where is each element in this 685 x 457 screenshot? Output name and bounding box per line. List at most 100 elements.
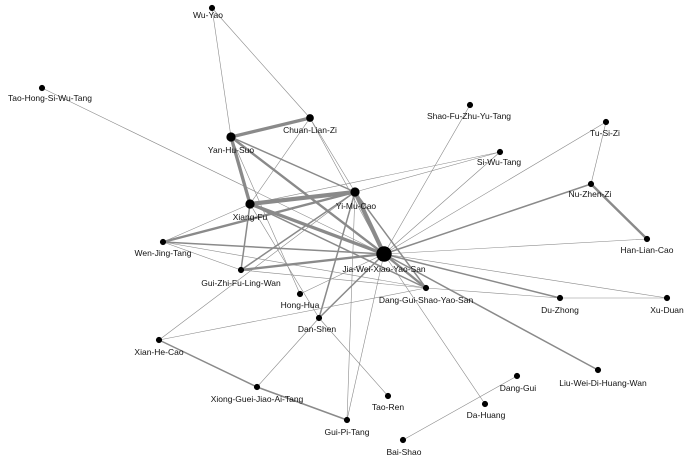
edge-xiang-fu-yi-mu-cao bbox=[247, 189, 358, 207]
node-si-wu-tang[interactable] bbox=[496, 148, 504, 156]
node-nu-zhen-zi[interactable] bbox=[587, 180, 595, 188]
edge-wen-jing-tang-dang-gui-shao-yao-san bbox=[162, 241, 427, 289]
network-edges bbox=[41, 7, 668, 441]
node-xian-he-cao[interactable] bbox=[155, 336, 163, 344]
node-label-tu-si-zi: Tu-Si-Zi bbox=[590, 128, 620, 138]
node-label-shao-fu-zhu-yu-tang: Shao-Fu-Zhu-Yu-Tang bbox=[427, 111, 511, 121]
node-xiong-guei-jiao-ai-tang[interactable] bbox=[253, 383, 261, 391]
network-nodes bbox=[38, 4, 671, 444]
node-label-liu-wei-di-huang-wan: Liu-Wei-Di-Huang-Wan bbox=[559, 378, 647, 388]
edge-yi-mu-cao-jia-wei-xiao-yao-san bbox=[352, 189, 387, 257]
edge-yi-mu-cao-dan-shen bbox=[318, 191, 356, 319]
node-tao-hong-si-wu-tang[interactable] bbox=[38, 84, 46, 92]
node-jia-wei-xiao-yao-san[interactable] bbox=[376, 246, 392, 262]
node-wen-jing-tang[interactable] bbox=[159, 238, 167, 246]
edge-dan-shen-xiong-guei-jiao-ai-tang bbox=[256, 317, 320, 388]
edge-xian-he-cao-xiong-guei-jiao-ai-tang bbox=[158, 339, 258, 388]
edge-jia-wei-xiao-yao-san-gui-zhi-fu-ling-wan bbox=[239, 252, 386, 272]
edge-jia-wei-xiao-yao-san-shao-fu-zhu-yu-tang bbox=[383, 104, 471, 255]
node-da-huang[interactable] bbox=[481, 400, 489, 408]
edge-chuan-lian-zi-yi-mu-cao bbox=[309, 117, 356, 193]
edge-jia-wei-xiao-yao-san-du-zhong bbox=[383, 253, 561, 299]
edge-xiong-guei-jiao-ai-tang-gui-pi-tang bbox=[256, 386, 348, 421]
node-chuan-lian-zi[interactable] bbox=[306, 114, 314, 122]
node-liu-wei-di-huang-wan[interactable] bbox=[594, 366, 602, 374]
node-label-du-zhong: Du-Zhong bbox=[541, 305, 579, 315]
node-label-gui-zhi-fu-ling-wan: Gui-Zhi-Fu-Ling-Wan bbox=[201, 278, 281, 288]
node-xiang-fu[interactable] bbox=[245, 199, 255, 209]
node-label-dang-gui: Dang-Gui bbox=[500, 383, 536, 393]
edge-jia-wei-xiao-yao-san-wen-jing-tang bbox=[162, 241, 385, 255]
edge-dan-shen-tao-ren bbox=[318, 317, 389, 397]
node-label-dan-shen: Dan-Shen bbox=[298, 324, 337, 334]
node-han-lian-cao[interactable] bbox=[643, 235, 651, 243]
edge-yan-hu-suo-yi-mu-cao bbox=[230, 136, 356, 193]
edge-yan-hu-suo-chuan-lian-zi bbox=[229, 116, 312, 139]
edge-tu-si-zi-nu-zhen-zi bbox=[590, 121, 607, 185]
node-label-xu-duan: Xu-Duan bbox=[650, 305, 684, 315]
edge-wu-yao-yan-hu-suo bbox=[211, 7, 232, 138]
node-label-yan-hu-suo: Yan-Hu-Suo bbox=[208, 145, 254, 155]
edge-dang-gui-shao-yao-san-xian-he-cao bbox=[158, 287, 427, 341]
edge-xiang-fu-wen-jing-tang bbox=[162, 203, 251, 243]
node-tu-si-zi[interactable] bbox=[602, 118, 610, 126]
node-label-wen-jing-tang: Wen-Jing-Tang bbox=[134, 248, 191, 258]
node-hong-hua[interactable] bbox=[296, 290, 304, 298]
node-xu-duan[interactable] bbox=[663, 294, 671, 302]
edge-jia-wei-xiao-yao-san-da-huang bbox=[383, 253, 486, 405]
node-yi-mu-cao[interactable] bbox=[350, 187, 360, 197]
node-dang-gui-shao-yao-san[interactable] bbox=[422, 284, 430, 292]
node-label-xiong-guei-jiao-ai-tang: Xiong-Guei-Jiao-Ai-Tang bbox=[211, 394, 304, 404]
node-du-zhong[interactable] bbox=[556, 294, 564, 302]
edge-yi-mu-cao-gui-pi-tang bbox=[346, 191, 356, 421]
edge-chuan-lian-zi-xiang-fu bbox=[249, 117, 311, 205]
node-wu-yao[interactable] bbox=[208, 4, 216, 12]
edge-jia-wei-xiao-yao-san-tu-si-zi bbox=[383, 121, 607, 255]
edge-dang-gui-bai-shao bbox=[402, 375, 518, 441]
node-tao-ren[interactable] bbox=[384, 392, 392, 400]
node-label-si-wu-tang: Si-Wu-Tang bbox=[477, 157, 522, 167]
edge-xiang-fu-dang-gui-shao-yao-san bbox=[249, 203, 427, 289]
node-label-hong-hua: Hong-Hua bbox=[281, 300, 320, 310]
node-label-jia-wei-xiao-yao-san: Jia-Wei-Xiao-Yao-San bbox=[342, 264, 426, 274]
edge-xiang-fu-si-wu-tang bbox=[249, 151, 501, 205]
node-label-da-huang: Da-Huang bbox=[467, 410, 506, 420]
node-dan-shen[interactable] bbox=[315, 314, 323, 322]
edge-jia-wei-xiao-yao-san-dan-shen bbox=[318, 253, 385, 319]
node-shao-fu-zhu-yu-tang[interactable] bbox=[466, 101, 474, 109]
edge-xiang-fu-gui-zhi-fu-ling-wan bbox=[240, 203, 251, 271]
node-bai-shao[interactable] bbox=[399, 436, 407, 444]
node-label-dang-gui-shao-yao-san: Dang-Gui-Shao-Yao-San bbox=[379, 295, 474, 305]
node-label-xian-he-cao: Xian-He-Cao bbox=[134, 347, 183, 357]
network-labels: Wu-YaoTao-Hong-Si-Wu-TangChuan-Lian-ZiYa… bbox=[8, 10, 684, 457]
edge-wen-jing-tang-gui-zhi-fu-ling-wan bbox=[162, 241, 242, 271]
edge-jia-wei-xiao-yao-san-si-wu-tang bbox=[383, 151, 501, 255]
edge-jia-wei-xiao-yao-san-han-lian-cao bbox=[383, 238, 648, 255]
node-label-wu-yao: Wu-Yao bbox=[193, 10, 223, 20]
edge-yi-mu-cao-gui-zhi-fu-ling-wan bbox=[240, 191, 356, 271]
edge-yi-mu-cao-dang-gui-shao-yao-san bbox=[354, 191, 427, 289]
node-gui-pi-tang[interactable] bbox=[343, 416, 351, 424]
node-label-yi-mu-cao: Yi-Mu-Cao bbox=[336, 201, 377, 211]
edge-jia-wei-xiao-yao-san-xu-duan bbox=[383, 253, 668, 299]
node-label-nu-zhen-zi: Nu-Zhen-Zi bbox=[569, 189, 612, 199]
edge-jia-wei-xiao-yao-san-hong-hua bbox=[299, 253, 385, 295]
edge-yan-hu-suo-xiang-fu bbox=[229, 135, 252, 206]
node-gui-zhi-fu-ling-wan[interactable] bbox=[237, 266, 245, 274]
node-label-tao-ren: Tao-Ren bbox=[372, 402, 404, 412]
node-label-han-lian-cao: Han-Lian-Cao bbox=[621, 245, 674, 255]
edge-gui-zhi-fu-ling-wan-dang-gui-shao-yao-san bbox=[240, 269, 427, 289]
edge-jia-wei-xiao-yao-san-gui-pi-tang bbox=[346, 253, 385, 421]
node-dang-gui[interactable] bbox=[513, 372, 521, 380]
node-label-bai-shao: Bai-Shao bbox=[387, 447, 422, 457]
edge-jia-wei-xiao-yao-san-dang-gui-shao-yao-san bbox=[382, 252, 428, 290]
edge-dang-gui-shao-yao-san-du-zhong bbox=[425, 287, 561, 299]
node-label-chuan-lian-zi: Chuan-Lian-Zi bbox=[283, 125, 337, 135]
node-yan-hu-suo[interactable] bbox=[226, 132, 236, 142]
edge-yi-mu-cao-xian-he-cao bbox=[158, 191, 356, 341]
node-label-xiang-fu: Xiang-Fu bbox=[233, 212, 268, 222]
node-label-tao-hong-si-wu-tang: Tao-Hong-Si-Wu-Tang bbox=[8, 93, 92, 103]
edge-xiang-fu-dan-shen bbox=[249, 203, 320, 319]
edge-jia-wei-xiao-yao-san-liu-wei-di-huang-wan bbox=[383, 253, 599, 371]
